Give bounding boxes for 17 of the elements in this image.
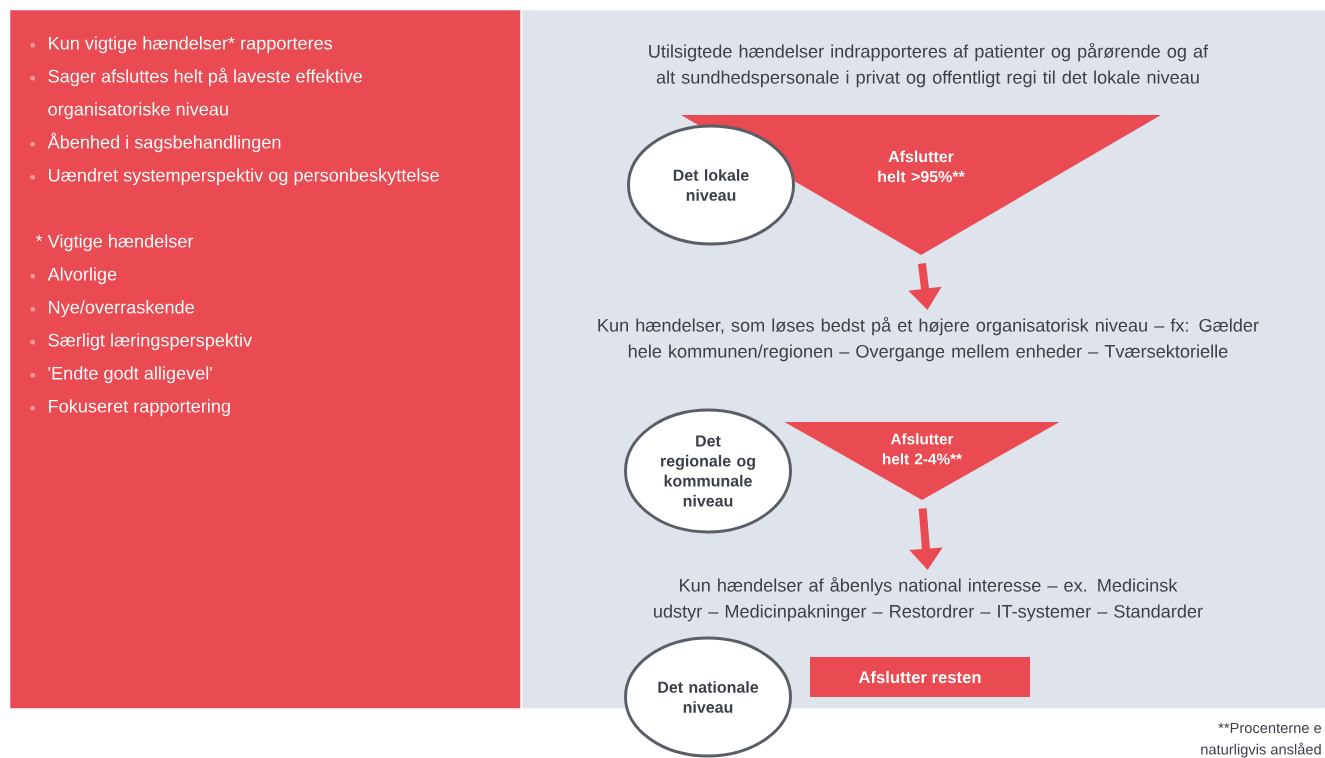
- funnel-triangle: Afslutter helt 2-4%**: [784, 422, 1060, 500]
- list-item: Fokuseret rapportering: [30, 399, 230, 417]
- list-item: Åbenhed i sagsbehandlingen: [30, 132, 281, 153]
- list-item: Alvorlige: [30, 267, 117, 285]
- description-text: Kun hændelser, som løses bedst på et højere organisatorisk niveau – fx: Gælder hele kommunen/regionen – Overgange mellem enheder – Tværsektorielle: [598, 316, 1259, 362]
- result-box: Afslutter resten: [810, 657, 1030, 697]
- footnote-text: **Procenterne e: [1218, 722, 1322, 734]
- list-item: Særligt læringsperspektiv: [30, 333, 253, 351]
- list-item: Sager afsluttes helt på laveste effektive organisatoriske niveau: [30, 67, 362, 120]
- description-text: Utilsigtede hændelser indrapporteres af patienter og pårørende og af alt sundhedspersonale i privat og offentligt regi til det lokale niveau: [649, 42, 1209, 88]
- description-text: Kun hændelser af åbenlys national interesse – ex. Medicinsk udstyr – Medicinpakninger – Restordrer – IT-systemer – Standarder: [654, 576, 1203, 622]
- footnote-text: naturligvis anslåed: [1201, 742, 1321, 758]
- list-item: Uændret systemperspektiv og personbeskyttelse: [30, 168, 439, 186]
- list-item: Nye/overraskende: [30, 300, 194, 318]
- list-item: * Vigtige hændelser: [35, 234, 194, 252]
- list-item: 'Endte godt alligevel': [30, 366, 212, 384]
- list-item: Kun vigtige hændelser* rapporteres: [30, 36, 333, 54]
